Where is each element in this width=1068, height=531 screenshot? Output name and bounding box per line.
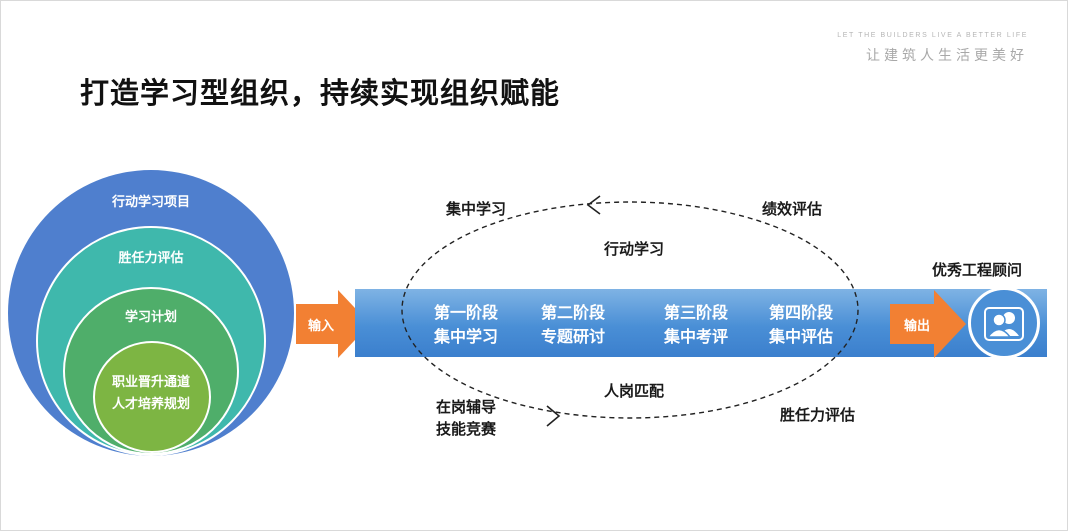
cycle-label-bottom-left-2: 技能竞赛 — [436, 420, 497, 438]
second-circle-label: 胜任力评估 — [118, 251, 184, 266]
output-icon-circle — [968, 287, 1040, 359]
inner-circle-label-2: 人才培养规划 — [111, 397, 190, 412]
inner-circle-label-1: 职业晋升通道 — [111, 375, 190, 390]
cycle-label-inner-bottom: 人岗匹配 — [604, 382, 665, 400]
stage-3-subtitle: 集中考评 — [663, 327, 728, 346]
stage-4-subtitle: 集中评估 — [768, 327, 833, 346]
cycle-label-inner-top: 行动学习 — [604, 240, 665, 258]
input-arrow-body — [296, 304, 338, 344]
stage-4: 第四阶段 集中评估 — [760, 301, 842, 349]
cycle-label-top-right: 绩效评估 — [762, 200, 823, 218]
output-title: 优秀工程顾问 — [932, 261, 1023, 279]
third-circle-label: 学习计划 — [124, 310, 177, 325]
output-arrow-body — [890, 304, 934, 344]
stage-2-title: 第二阶段 — [540, 303, 605, 322]
stage-1-title: 第一阶段 — [433, 303, 498, 322]
stage-1-subtitle: 集中学习 — [433, 327, 498, 346]
cycle-label-bottom-left-1: 在岗辅导 — [436, 398, 497, 416]
stage-3-title: 第三阶段 — [663, 303, 728, 322]
stage-1: 第一阶段 集中学习 — [425, 301, 507, 349]
output-arrow-head — [934, 290, 966, 358]
stage-3: 第三阶段 集中考评 — [655, 301, 737, 349]
stage-2-subtitle: 专题研讨 — [540, 327, 605, 346]
page-title: 打造学习型组织，持续实现组织赋能 — [80, 76, 561, 110]
brand-slogan-cn: 让建筑人生活更美好 — [866, 48, 1028, 64]
cycle-label-bottom-left: 在岗辅导 技能竞赛 — [436, 396, 496, 440]
outer-circle-label: 行动学习项目 — [111, 195, 190, 210]
output-arrow-label: 输出 — [904, 319, 931, 334]
stage-4-title: 第四阶段 — [768, 303, 833, 322]
inner-circle — [93, 341, 211, 453]
cycle-label-top-left: 集中学习 — [446, 200, 507, 218]
users-icon — [984, 307, 1024, 341]
cycle-label-bottom-right: 胜任力评估 — [780, 406, 856, 424]
brand-slogan-en: LET THE BUILDERS LIVE A BETTER LIFE — [837, 32, 1028, 39]
input-arrow-label: 输入 — [308, 319, 335, 334]
stage-2: 第二阶段 专题研讨 — [532, 301, 614, 349]
